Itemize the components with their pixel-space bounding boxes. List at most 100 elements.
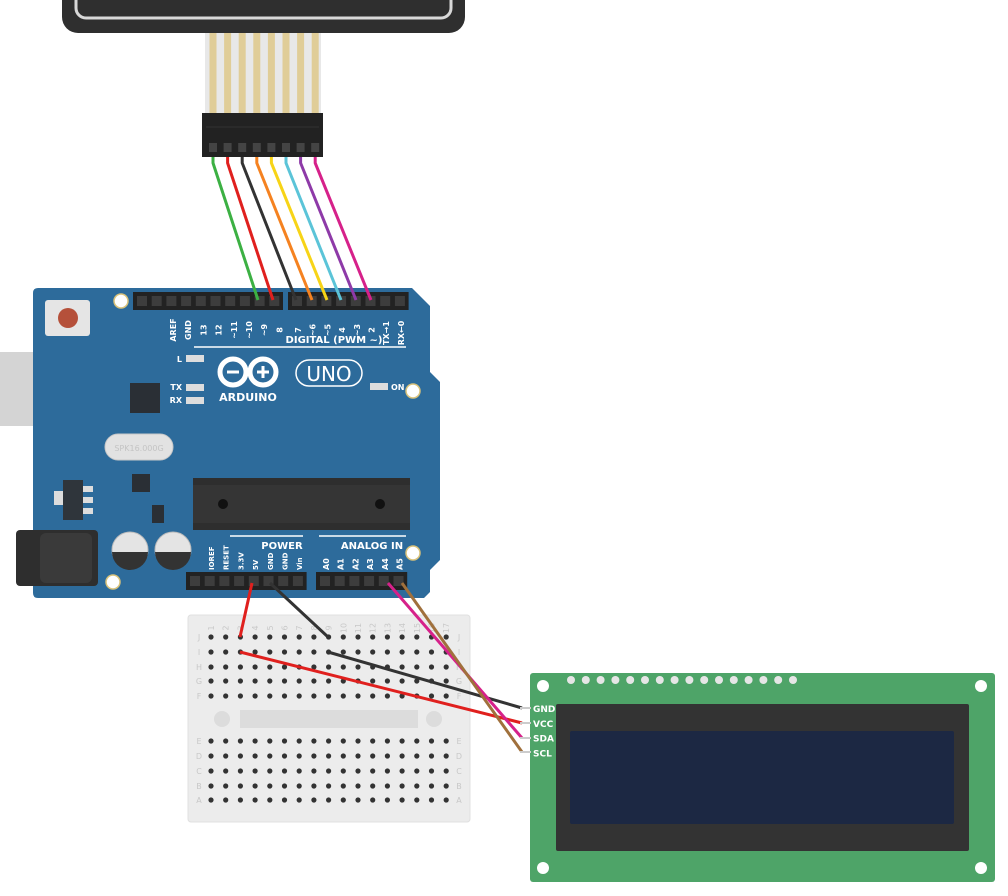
breadboard-hole[interactable] [443, 753, 449, 759]
breadboard-hole[interactable] [428, 768, 435, 774]
breadboard-hole[interactable] [428, 664, 435, 670]
breadboard-hole[interactable] [414, 797, 420, 803]
keypad-wire-2[interactable] [226, 157, 275, 301]
breadboard-hole[interactable] [311, 634, 317, 640]
header-socket[interactable] [263, 576, 274, 586]
breadboard-hole[interactable] [355, 768, 361, 774]
breadboard-hole[interactable] [399, 678, 405, 684]
breadboard-hole[interactable] [281, 738, 288, 744]
keypad-wire-6[interactable] [284, 157, 343, 301]
breadboard-hole[interactable] [384, 768, 390, 774]
breadboard-hole[interactable] [340, 664, 346, 670]
wire-scl[interactable] [400, 582, 524, 753]
breadboard-hole[interactable] [281, 783, 288, 789]
breadboard-hole[interactable] [355, 664, 361, 670]
breadboard-hole[interactable] [414, 678, 420, 684]
breadboard-hole[interactable] [428, 693, 435, 699]
breadboard-hole[interactable] [443, 664, 449, 670]
breadboard-hole[interactable] [370, 693, 376, 699]
breadboard-hole[interactable] [267, 768, 273, 774]
breadboard-hole[interactable] [326, 753, 332, 759]
breadboard-hole[interactable] [223, 634, 229, 640]
header-socket[interactable] [248, 576, 259, 586]
header-socket[interactable] [278, 576, 289, 586]
breadboard-hole[interactable] [340, 753, 346, 759]
breadboard-hole[interactable] [267, 649, 273, 655]
breadboard-hole[interactable] [414, 634, 420, 640]
breadboard-hole[interactable] [267, 634, 273, 640]
header-socket[interactable] [321, 296, 332, 306]
breadboard-hole[interactable] [223, 753, 229, 759]
breadboard-hole[interactable] [237, 768, 243, 774]
breadboard-hole[interactable] [414, 664, 420, 670]
header-socket[interactable] [195, 296, 206, 306]
breadboard-hole[interactable] [267, 797, 273, 803]
breadboard-hole[interactable] [311, 693, 317, 699]
breadboard-hole[interactable] [281, 678, 288, 684]
breadboard-hole[interactable] [340, 768, 346, 774]
breadboard-hole[interactable] [208, 768, 214, 774]
breadboard-hole[interactable] [355, 797, 361, 803]
wire-sda[interactable] [386, 582, 524, 739]
keypad-wire-1[interactable] [211, 157, 260, 301]
breadboard-hole[interactable] [414, 738, 420, 744]
breadboard-hole[interactable] [252, 678, 258, 684]
breadboard-hole[interactable] [296, 738, 302, 744]
breadboard-hole[interactable] [267, 693, 273, 699]
breadboard-hole[interactable] [237, 783, 243, 789]
breadboard-hole[interactable] [208, 783, 214, 789]
breadboard-hole[interactable] [414, 649, 420, 655]
header-socket[interactable] [336, 296, 347, 306]
breadboard-hole[interactable] [443, 797, 449, 803]
breadboard-hole[interactable] [252, 797, 258, 803]
breadboard-hole[interactable] [399, 634, 405, 640]
breadboard-hole[interactable] [208, 738, 214, 744]
keypad-wire-8[interactable] [313, 157, 373, 301]
header-socket[interactable] [234, 576, 245, 586]
breadboard-hole[interactable] [384, 797, 390, 803]
breadboard-hole[interactable] [428, 649, 435, 655]
breadboard-hole[interactable] [355, 693, 361, 699]
breadboard-hole[interactable] [267, 753, 273, 759]
breadboard-hole[interactable] [281, 649, 288, 655]
breadboard-hole[interactable] [223, 783, 229, 789]
breadboard-hole[interactable] [311, 664, 317, 670]
breadboard-hole[interactable] [252, 664, 258, 670]
breadboard-hole[interactable] [399, 797, 405, 803]
breadboard-hole[interactable] [208, 649, 214, 655]
breadboard-hole[interactable] [428, 753, 435, 759]
breadboard-hole[interactable] [281, 634, 288, 640]
breadboard-hole[interactable] [252, 634, 258, 640]
breadboard-hole[interactable] [296, 649, 302, 655]
breadboard-hole[interactable] [311, 768, 317, 774]
breadboard-hole[interactable] [237, 678, 243, 684]
breadboard-hole[interactable] [370, 678, 376, 684]
keypad-wire-4[interactable] [255, 157, 314, 301]
breadboard-hole[interactable] [237, 753, 243, 759]
breadboard-hole[interactable] [223, 693, 229, 699]
header-socket[interactable] [394, 296, 405, 306]
breadboard-hole[interactable] [326, 783, 332, 789]
breadboard-hole[interactable] [355, 738, 361, 744]
breadboard-hole[interactable] [326, 797, 332, 803]
wire-5v-to-breadboard[interactable] [238, 582, 254, 638]
breadboard-hole[interactable] [252, 768, 258, 774]
breadboard-hole[interactable] [326, 678, 332, 684]
breadboard-hole[interactable] [340, 783, 346, 789]
breadboard-hole[interactable] [340, 634, 346, 640]
header-socket[interactable] [204, 576, 215, 586]
header-socket[interactable] [254, 296, 265, 306]
header-socket[interactable] [306, 296, 317, 306]
breadboard-hole[interactable] [399, 738, 405, 744]
breadboard-hole[interactable] [311, 783, 317, 789]
breadboard-hole[interactable] [311, 738, 317, 744]
breadboard-hole[interactable] [399, 783, 405, 789]
breadboard-hole[interactable] [223, 678, 229, 684]
breadboard-hole[interactable] [281, 797, 288, 803]
breadboard-hole[interactable] [296, 693, 302, 699]
breadboard-hole[interactable] [208, 664, 214, 670]
header-socket[interactable] [378, 576, 389, 586]
breadboard-hole[interactable] [223, 738, 229, 744]
breadboard-hole[interactable] [443, 634, 449, 640]
